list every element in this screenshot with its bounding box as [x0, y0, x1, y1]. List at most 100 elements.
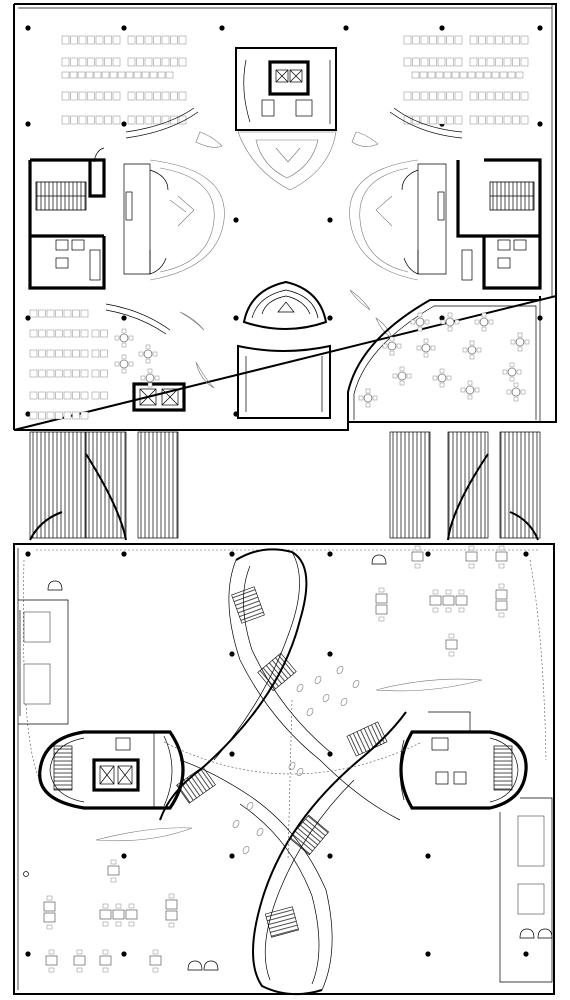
seat: [93, 71, 102, 79]
pebble: [242, 845, 250, 854]
seat: [520, 91, 529, 101]
seat: [157, 71, 166, 79]
chair: [439, 368, 445, 374]
chair: [110, 877, 117, 883]
seat: [451, 71, 460, 79]
upper-elevator-core: [235, 47, 337, 131]
seat: [69, 71, 78, 79]
upper-top-atrium-ramp: [237, 131, 337, 191]
table: [119, 359, 129, 369]
seat: [55, 411, 63, 420]
upper-bottom-left-lifts: [132, 382, 186, 412]
seat: [412, 57, 420, 67]
desk: [149, 955, 162, 966]
chair: [469, 354, 475, 360]
chair: [488, 319, 494, 325]
lounge-chair: [537, 928, 553, 939]
desk: [495, 551, 508, 562]
seat: [403, 57, 412, 67]
seat: [144, 91, 153, 101]
lower-dashed-line: [23, 549, 547, 781]
seat: [161, 91, 170, 101]
seat: [63, 411, 72, 420]
seat: [469, 57, 478, 67]
chair: [474, 387, 480, 393]
chair: [365, 388, 371, 394]
chair: [509, 362, 515, 368]
table: [143, 349, 153, 359]
seat: [495, 91, 503, 101]
desk: [107, 865, 120, 876]
seat: [412, 35, 420, 45]
table: [445, 317, 455, 327]
column: [523, 951, 529, 957]
seat: [495, 57, 503, 67]
lounge-chair: [203, 960, 219, 971]
column: [425, 551, 431, 557]
seat: [46, 349, 55, 358]
seat: [95, 35, 104, 45]
column: [343, 25, 349, 31]
seat: [112, 57, 121, 67]
chair: [102, 949, 109, 955]
chair: [432, 375, 438, 381]
seat: [127, 35, 136, 45]
seat: [125, 71, 134, 79]
seat: [133, 71, 142, 79]
seat: [420, 91, 429, 101]
seat: [55, 329, 63, 338]
lower-workstations: [43, 545, 553, 973]
upper-central-spiral-stair: [242, 280, 328, 330]
seat: [63, 369, 72, 378]
seat: [29, 329, 38, 338]
seat: [144, 57, 153, 67]
column: [25, 951, 31, 957]
seat: [95, 57, 104, 67]
upper-top-right-seating: [403, 35, 529, 125]
seat: [429, 35, 437, 45]
column: [229, 651, 235, 657]
seat: [91, 391, 100, 400]
column: [121, 951, 127, 957]
seat: [478, 35, 486, 45]
pebble: [256, 827, 264, 836]
column: [25, 121, 31, 127]
seat: [141, 71, 150, 79]
chair: [467, 380, 473, 386]
table: [515, 337, 525, 347]
seat: [55, 349, 63, 358]
upper-bench-curve-right: [389, 111, 463, 139]
bridge-stairs: [29, 431, 541, 541]
seat: [454, 35, 463, 45]
desk: [45, 955, 58, 966]
lower-left-capsule-core: [38, 730, 185, 810]
column: [121, 25, 127, 31]
chair: [128, 903, 135, 909]
seat: [78, 35, 87, 45]
seat: [503, 57, 512, 67]
chair: [152, 351, 158, 357]
lower-right-capsule-core: [399, 711, 528, 810]
seat: [459, 71, 468, 79]
chair: [430, 345, 436, 351]
chair: [121, 342, 127, 348]
seat: [29, 391, 38, 400]
seat: [144, 115, 153, 125]
column: [229, 551, 235, 557]
chair: [154, 375, 160, 381]
chair: [121, 328, 127, 334]
seat: [61, 35, 70, 45]
seat: [72, 411, 80, 420]
seat: [104, 35, 112, 45]
chair: [378, 616, 385, 622]
upper-bench-curve-left: [125, 111, 199, 139]
column: [229, 853, 235, 859]
chair: [114, 335, 120, 341]
column: [233, 315, 239, 321]
seat: [503, 91, 512, 101]
seat: [70, 91, 78, 101]
seat: [87, 35, 95, 45]
lounge-chair: [187, 960, 203, 971]
lounge-chair: [519, 928, 535, 939]
chair: [114, 361, 120, 367]
